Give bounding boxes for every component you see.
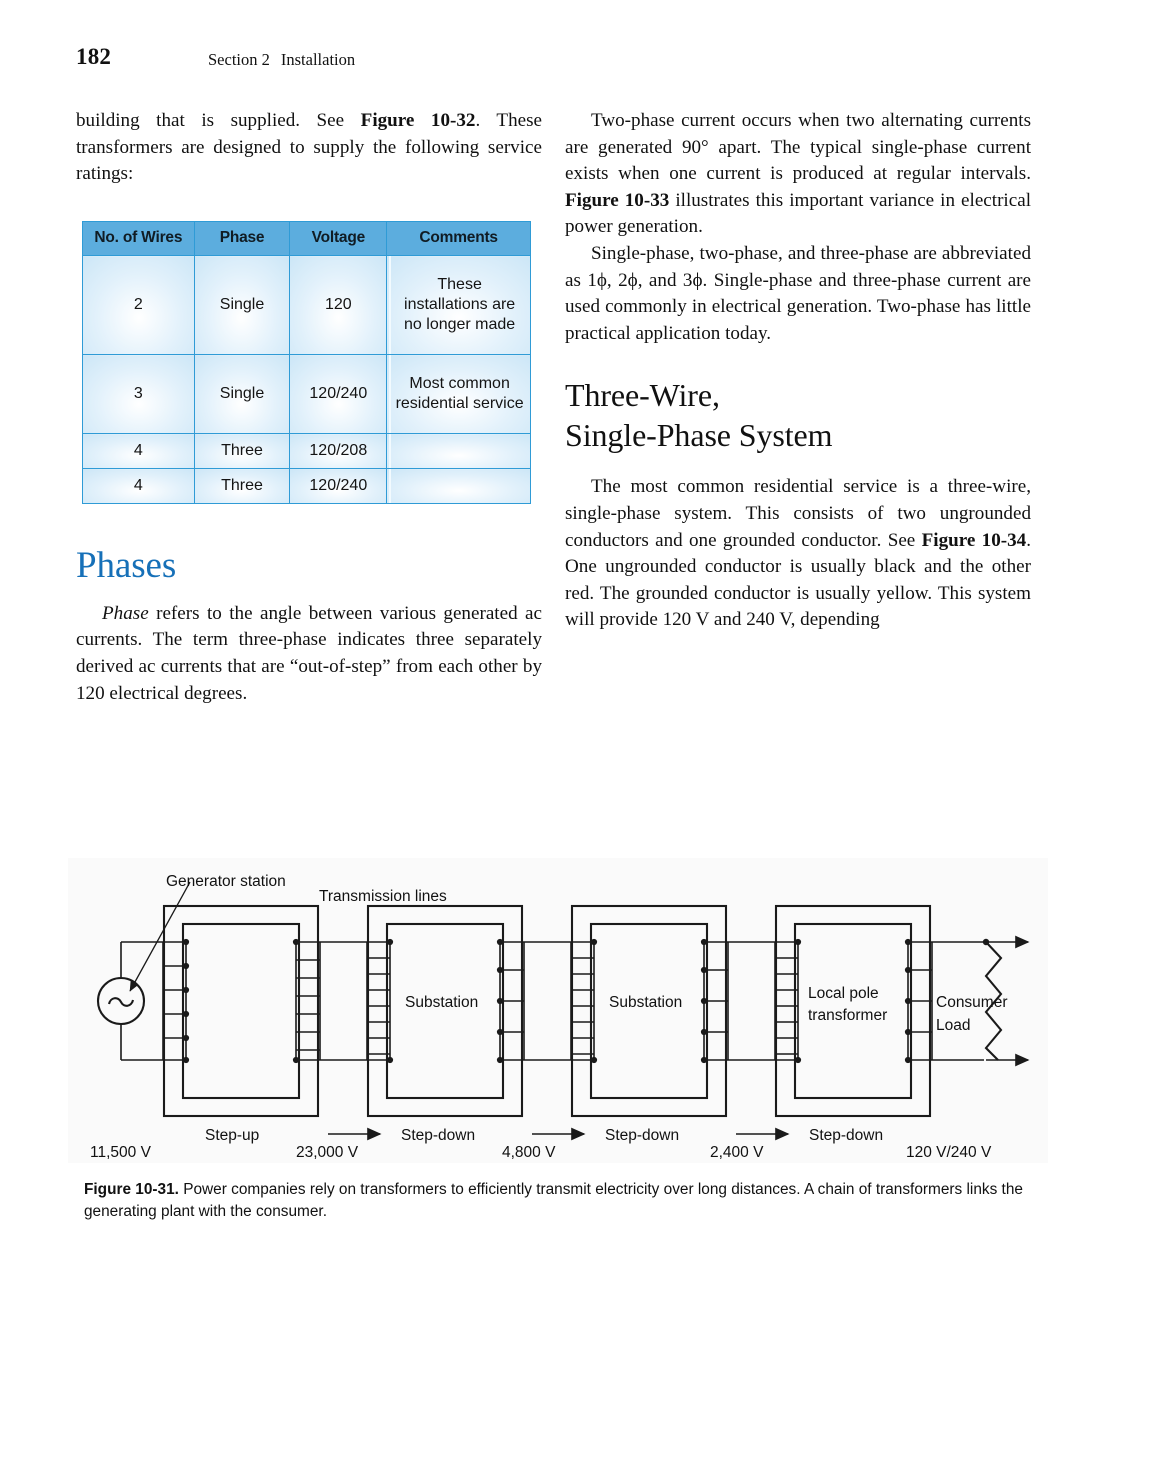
figure-10-32-reference: Figure 10-32 <box>360 110 476 131</box>
heading-line-2: Single-Phase System <box>565 417 833 454</box>
service-ratings-table: No. of Wires Phase Voltage Comments 2 Si… <box>82 221 531 504</box>
cell-wires: 4 <box>82 468 195 504</box>
stage-name-4: Step-down <box>809 1127 883 1144</box>
cell-voltage: 120 <box>289 255 388 355</box>
cell-voltage: 120/240 <box>289 468 388 504</box>
right-p3-part2: . One ungrounded conductor is usually bl… <box>565 529 1031 631</box>
stage-name-3: Step-down <box>605 1127 679 1144</box>
label-generator-station: Generator station <box>166 873 286 890</box>
right-p1-part2: illustrates this important variance in e… <box>565 189 1031 238</box>
power-distribution-diagram: Generator station Transmission lines Sub… <box>90 873 1030 1161</box>
right-paragraph-3: The most common residential service is a… <box>565 474 1031 634</box>
voltage-label-4: 2,400 V <box>710 1144 764 1161</box>
label-substation-1: Substation <box>405 994 478 1011</box>
stage-name-2: Step-down <box>401 1127 475 1144</box>
cell-voltage: 120/240 <box>289 354 388 434</box>
cell-phase: Three <box>193 468 291 504</box>
right-paragraph-2: Single-phase, two-phase, and three-phase… <box>565 242 1031 344</box>
right-p3-part1: The most common residential service is a… <box>565 476 1031 551</box>
cell-wires: 3 <box>82 354 195 434</box>
voltage-label-3: 4,800 V <box>502 1144 556 1161</box>
column-header-wires: No. of Wires <box>82 221 195 256</box>
consumer-load-resistor <box>982 935 1030 1067</box>
table-row: 4 Three 120/240 <box>82 468 531 504</box>
cell-wires: 4 <box>82 433 195 469</box>
cell-comments: These installations are no longer made <box>386 255 531 355</box>
running-head-section: Section 2 <box>208 50 270 69</box>
cell-comments: Most common residential service <box>386 354 531 434</box>
page-header: 182 Section 2 Installation <box>76 44 1076 78</box>
figure-caption-text: Power companies rely on transformers to … <box>84 1181 1023 1220</box>
label-transmission-lines: Transmission lines <box>319 888 447 905</box>
table-header-row: No. of Wires Phase Voltage Comments <box>82 221 531 256</box>
right-text-column: Two-phase current occurs when two altern… <box>565 108 1031 634</box>
transformer-local-pole <box>774 904 933 1118</box>
column-header-comments: Comments <box>386 221 531 256</box>
left-p1-part2: . These transformers are designed to sup… <box>76 110 543 185</box>
cell-comments <box>386 468 531 504</box>
right-paragraph-1: Two-phase current occurs when two altern… <box>565 108 1031 241</box>
heading-phases: Phases <box>76 544 177 586</box>
column-header-voltage: Voltage <box>289 221 388 256</box>
label-local-pole-line-1: Local pole <box>808 985 879 1002</box>
figure-10-33-reference: Figure 10-33 <box>565 189 670 211</box>
figure-10-31-panel: Generator station Transmission lines Sub… <box>68 858 1048 1163</box>
table-row: 4 Three 120/208 <box>82 433 531 469</box>
figure-10-31-caption: Figure 10-31. Power companies rely on tr… <box>84 1179 1046 1223</box>
left-paragraph-2: Phase refers to the angle between variou… <box>76 601 542 707</box>
table-row: 2 Single 120 These installations are no … <box>82 255 531 355</box>
table-row: 3 Single 120/240 Most common residential… <box>82 354 531 434</box>
cell-wires: 2 <box>82 255 195 355</box>
left-p2-rest: refers to the angle between various gene… <box>76 602 542 704</box>
heading-line-1: Three-Wire, <box>565 377 720 414</box>
cell-phase: Single <box>193 354 291 434</box>
label-consumer-line-1: Consumer <box>936 994 1008 1011</box>
label-substation-2: Substation <box>609 994 682 1011</box>
voltage-label-2: 23,000 V <box>296 1144 359 1161</box>
left-p1-part1: building that is supplied. See <box>76 110 361 131</box>
ac-generator-symbol <box>96 941 163 1061</box>
left-paragraph-1: building that is supplied. See Figure 10… <box>76 108 542 188</box>
stage-name-1: Step-up <box>205 1127 259 1144</box>
phase-term-italic: Phase <box>102 602 149 624</box>
transformer-step-up <box>162 904 321 1118</box>
cell-comments <box>386 433 531 469</box>
transformer-substation-2 <box>570 904 729 1118</box>
voltage-label-5: 120 V/240 V <box>906 1144 992 1161</box>
figure-10-34-reference: Figure 10-34 <box>921 529 1027 551</box>
cell-phase: Three <box>193 433 291 469</box>
cell-phase: Single <box>193 255 291 355</box>
generator-station-leader <box>129 881 191 992</box>
figure-caption-label: Figure 10-31. <box>84 1181 179 1198</box>
running-head-title: Installation <box>280 50 356 69</box>
cell-voltage: 120/208 <box>289 433 388 469</box>
right-p1-part1: Two-phase current occurs when two altern… <box>565 110 1031 185</box>
label-local-pole-line-2: transformer <box>808 1007 887 1024</box>
running-head: Section 2 Installation <box>208 50 355 70</box>
heading-three-wire-single-phase-system: Three-Wire,Single-Phase System <box>565 375 1031 455</box>
voltage-label-1: 11,500 V <box>90 1144 152 1161</box>
column-header-phase: Phase <box>193 221 291 256</box>
label-consumer-line-2: Load <box>936 1017 970 1034</box>
transformer-substation-1 <box>366 904 525 1118</box>
left-text-column: building that is supplied. See Figure 10… <box>76 108 542 707</box>
page-number: 182 <box>76 44 112 69</box>
